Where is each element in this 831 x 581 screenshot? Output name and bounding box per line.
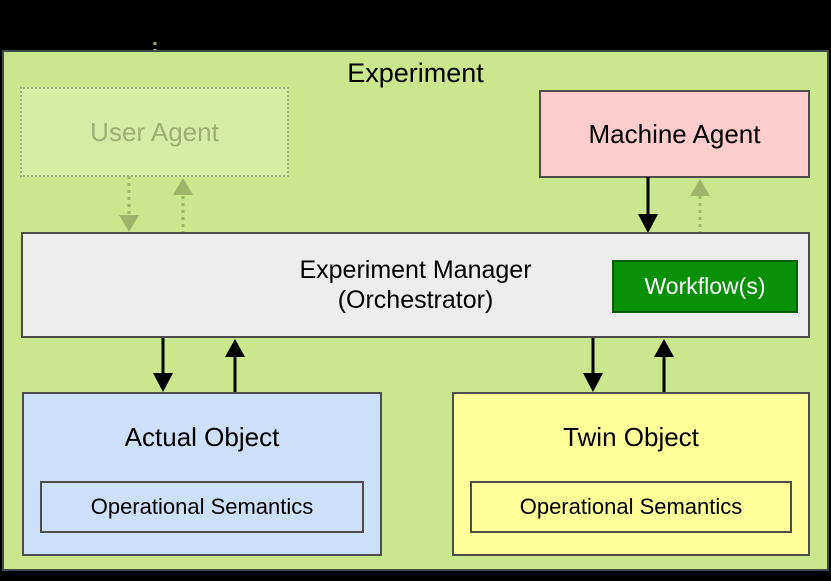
machine-agent-label: Machine Agent bbox=[588, 118, 761, 149]
edge-machine-agent-to-manager bbox=[633, 177, 663, 234]
edge-manager-to-actual-object bbox=[148, 338, 178, 393]
node-user-agent[interactable]: User Agent bbox=[20, 87, 289, 177]
twin-object-inner-label: Operational Semantics bbox=[519, 494, 743, 519]
twin-object-operational-semantics[interactable]: Operational Semantics bbox=[470, 481, 792, 533]
actual-object-inner-label: Operational Semantics bbox=[90, 494, 314, 519]
actual-object-label: Actual Object bbox=[124, 422, 280, 452]
edge-manager-to-machine-agent bbox=[685, 177, 715, 234]
twin-object-label: Twin Object bbox=[563, 422, 699, 452]
page-title: Experiment bbox=[347, 58, 484, 88]
experiment-manager-label: Experiment Manager (Orchestrator) bbox=[299, 255, 531, 316]
actual-object-operational-semantics[interactable]: Operational Semantics bbox=[40, 481, 364, 533]
edge-actual-object-to-manager bbox=[220, 338, 250, 393]
node-experiment-manager[interactable]: Experiment Manager (Orchestrator) Workfl… bbox=[21, 232, 810, 338]
node-workflows[interactable]: Workflow(s) bbox=[612, 260, 798, 313]
edge-manager-to-user-agent bbox=[168, 176, 198, 234]
experiment-manager-line2: (Orchestrator) bbox=[337, 286, 494, 314]
node-machine-agent[interactable]: Machine Agent bbox=[539, 90, 810, 178]
edge-manager-to-twin-object bbox=[578, 338, 608, 393]
edge-user-agent-to-manager bbox=[114, 176, 144, 234]
edge-twin-object-to-manager bbox=[649, 338, 679, 393]
user-agent-label: User Agent bbox=[90, 116, 219, 147]
node-actual-object[interactable]: Actual Object Operational Semantics bbox=[22, 392, 382, 556]
workflows-label: Workflow(s) bbox=[644, 273, 766, 299]
node-twin-object[interactable]: Twin Object Operational Semantics bbox=[452, 392, 810, 556]
experiment-manager-line1: Experiment Manager bbox=[299, 255, 532, 284]
